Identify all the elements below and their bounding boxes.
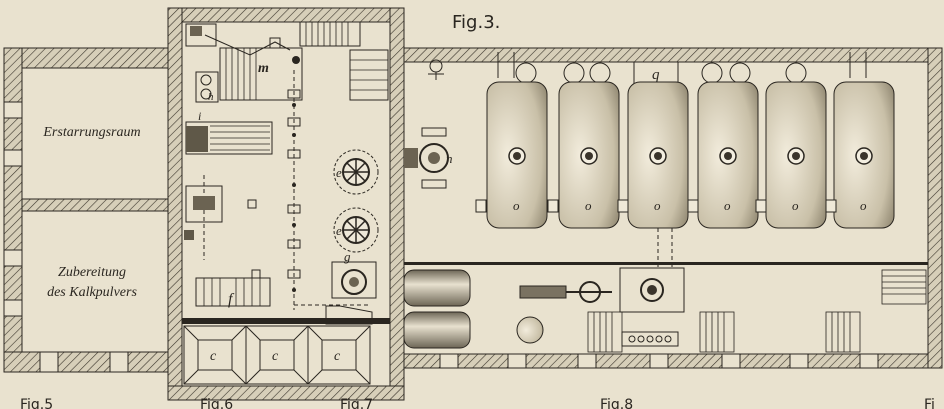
item-label-c: c: [334, 349, 341, 364]
item-label-o: o: [860, 198, 867, 213]
item-label-o: o: [513, 198, 520, 213]
item-label-g: g: [344, 249, 351, 264]
room-label-erstarrungsraum: Erstarrungsraum: [42, 125, 140, 140]
item-label-q: q: [652, 67, 660, 83]
item-label-e-upper: e: [336, 165, 342, 180]
item-label-c: c: [272, 349, 279, 364]
room-label-kalkpulvers: des Kalkpulvers: [47, 285, 137, 300]
figure-label-fig6: Fig.6: [200, 397, 233, 409]
item-label-o: o: [792, 198, 799, 213]
figure-title: Fig.3.: [452, 12, 500, 33]
item-label-m: m: [258, 61, 269, 76]
left-building: [3, 47, 173, 373]
boilers: [475, 81, 895, 229]
item-label-n: n: [446, 151, 453, 166]
wheel-e-upper: [333, 149, 379, 195]
item-label-o: o: [585, 198, 592, 213]
item-label-c: c: [210, 349, 217, 364]
item-label-h: h: [208, 91, 214, 103]
central-hall: [167, 7, 405, 401]
figure-label-fig7: Fig.7: [340, 397, 373, 409]
item-label-i: i: [198, 109, 201, 123]
boiler-house: [403, 47, 943, 369]
item-label-o: o: [654, 198, 661, 213]
wheel-e-lower: [333, 207, 379, 253]
figure-label-fi: Fi: [924, 397, 935, 409]
item-label-f: f: [228, 291, 235, 308]
item-label-e-lower: e: [336, 223, 342, 238]
figure-label-fig8: Fig.8: [600, 397, 633, 409]
bins-c: [183, 325, 371, 385]
figure-label-fig5: Fig.5: [20, 397, 53, 409]
room-label-zubereitung: Zubereitung: [58, 265, 126, 280]
item-label-o: o: [724, 198, 731, 213]
